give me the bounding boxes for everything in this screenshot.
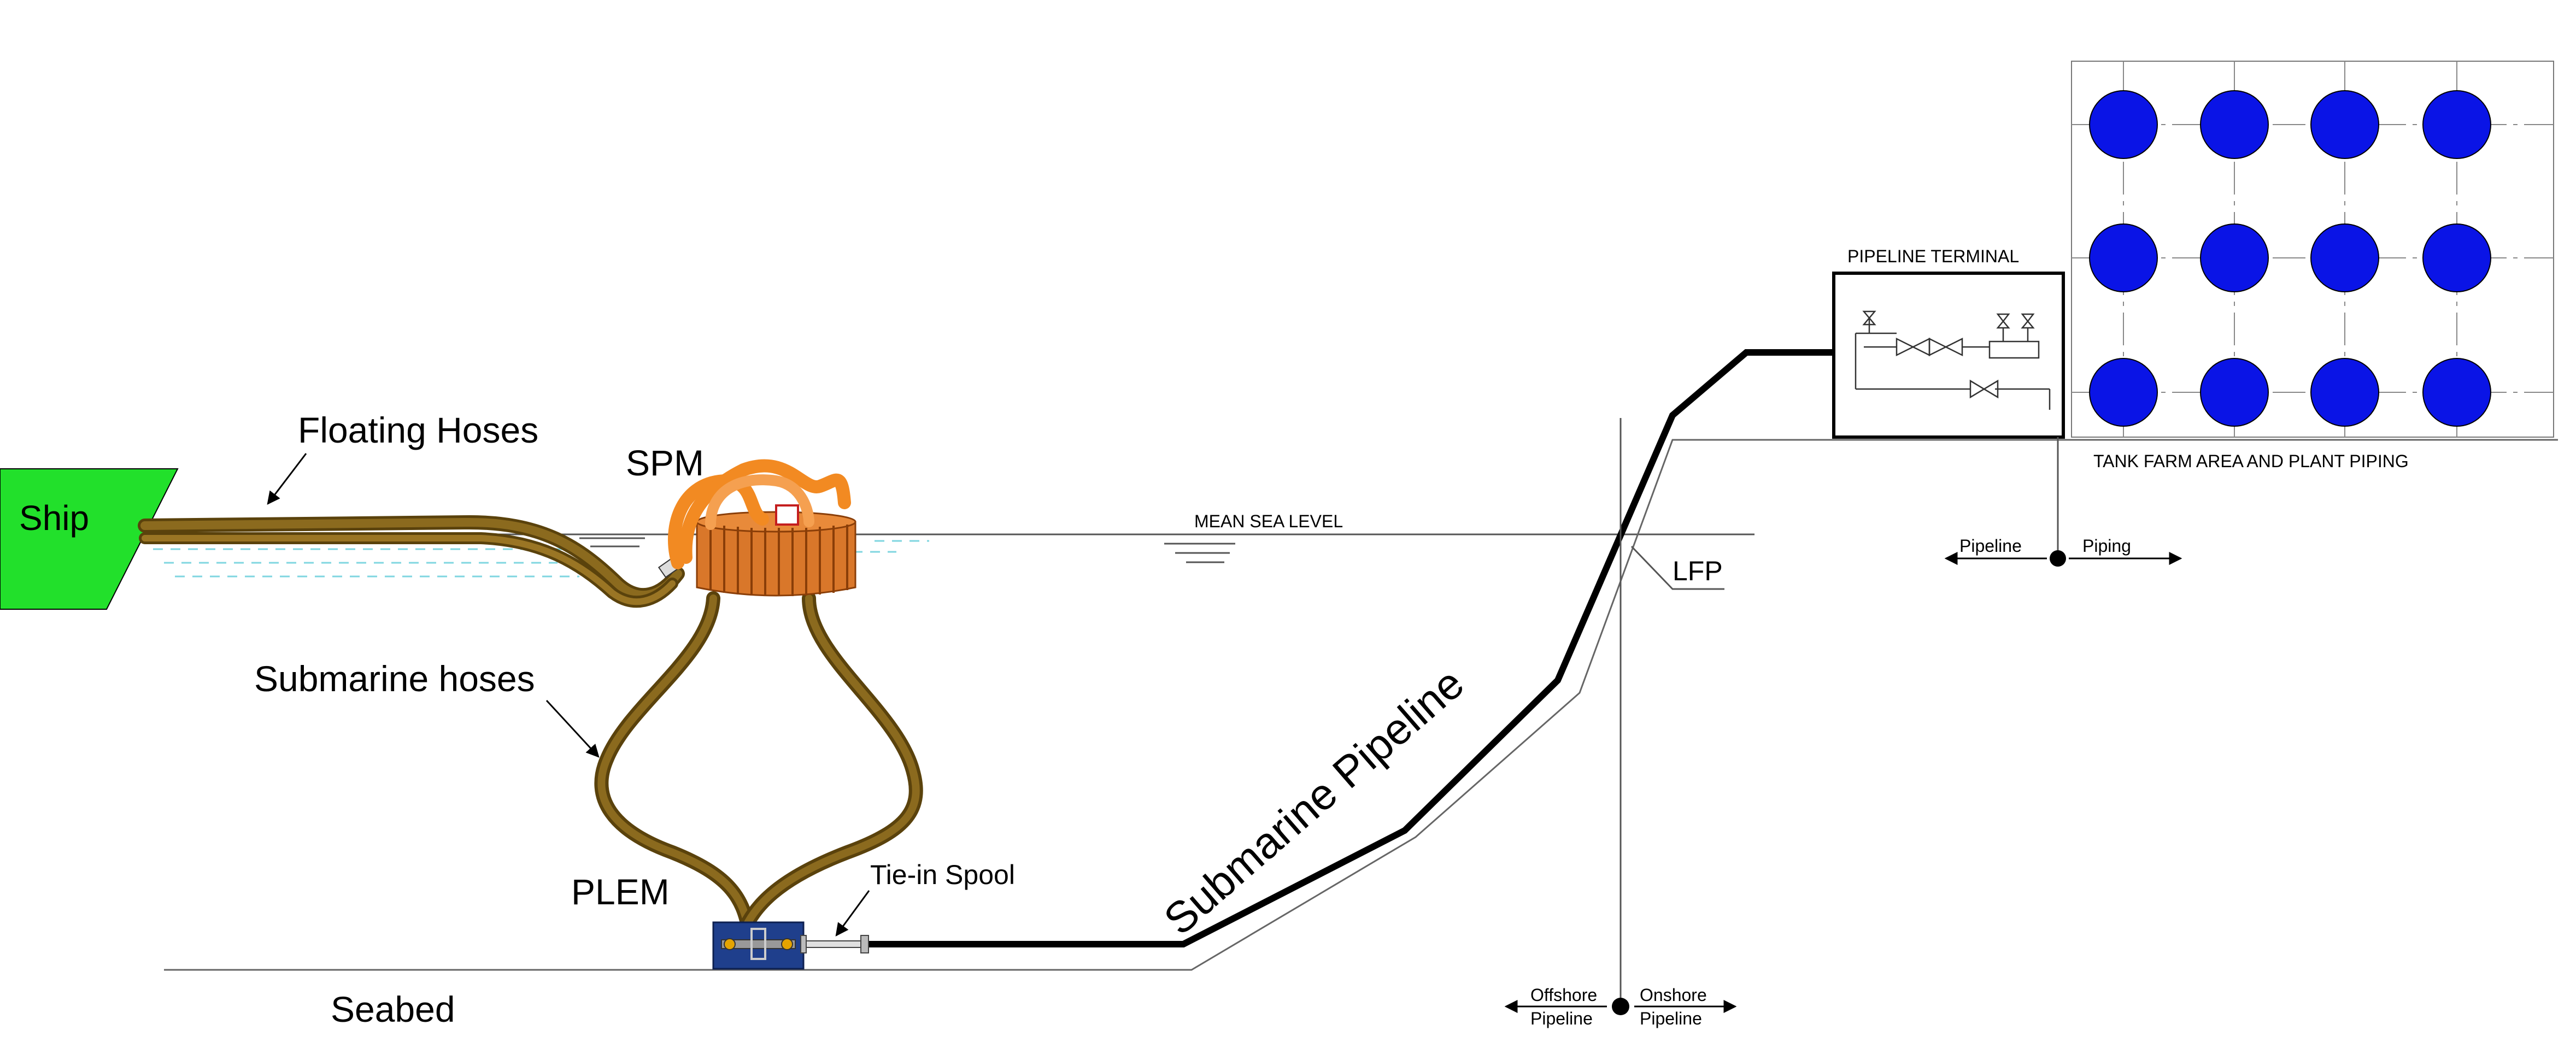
tank-farm-boundary xyxy=(2071,61,2554,438)
storage-tank xyxy=(2089,90,2158,159)
ship-label: Ship xyxy=(19,498,89,538)
piping-side-label: Piping xyxy=(2082,536,2131,556)
offshore-pipeline-label: Pipeline xyxy=(1530,1009,1593,1028)
storage-tank xyxy=(2422,358,2491,427)
pipeline-terminal-label: PIPELINE TERMINAL xyxy=(1847,246,2019,266)
floating-hoses-label: Floating Hoses xyxy=(298,410,538,450)
storage-tank xyxy=(2310,358,2379,427)
spm-water-symbol xyxy=(579,537,645,547)
submarine-hoses-leader xyxy=(545,699,600,758)
water-surface-dashes xyxy=(153,540,929,578)
offshore-onshore-marker xyxy=(1504,998,1737,1015)
tank-farm-label: TANK FARM AREA AND PLANT PIPING xyxy=(2093,451,2409,471)
submarine-pipeline-label: Submarine Pipeline xyxy=(1155,659,1473,944)
mean-sea-level-label: MEAN SEA LEVEL xyxy=(1194,511,1343,531)
tie-in-spool xyxy=(800,935,869,953)
spm-floating-hoses xyxy=(668,459,851,569)
spm-label: SPM xyxy=(626,443,704,483)
lfp-leader xyxy=(1630,545,1724,590)
pipeline-piping-marker xyxy=(1944,550,2182,567)
plem xyxy=(712,921,805,970)
storage-tank xyxy=(2310,90,2379,159)
lfp-label: LFP xyxy=(1673,556,1723,586)
pipeline-terminal-box xyxy=(1832,272,2065,439)
seabed-line xyxy=(164,439,2558,971)
msl-water-symbol xyxy=(1164,543,1235,563)
storage-tank xyxy=(2422,223,2491,292)
floating-hoses xyxy=(138,515,685,608)
storage-tank xyxy=(2200,223,2269,292)
terminal-piping-schematic xyxy=(1855,310,2051,410)
pipeline-side-label: Pipeline xyxy=(1959,536,2022,556)
submarine-hoses xyxy=(594,591,923,939)
submarine-pipeline xyxy=(869,349,1834,947)
storage-tank xyxy=(2089,223,2158,292)
offshore-label: Offshore xyxy=(1530,985,1597,1005)
onshore-pipeline-label: Pipeline xyxy=(1640,1009,1702,1028)
onshore-label: Onshore xyxy=(1640,985,1707,1005)
submarine-hoses-label: Submarine hoses xyxy=(254,658,535,699)
tie-in-spool-leader xyxy=(835,890,870,937)
plem-label: PLEM xyxy=(571,872,670,912)
floating-hoses-leader xyxy=(267,453,307,505)
tank-farm-grid xyxy=(2072,61,2554,437)
storage-tank xyxy=(2200,358,2269,427)
tie-in-spool-label: Tie-in Spool xyxy=(870,859,1015,890)
seabed-label: Seabed xyxy=(331,989,455,1029)
storage-tank xyxy=(2089,358,2158,427)
spm-buoy xyxy=(696,504,856,597)
storage-tank xyxy=(2422,90,2491,159)
storage-tank xyxy=(2310,223,2379,292)
ship-shape xyxy=(0,468,179,610)
storage-tank xyxy=(2200,90,2269,159)
